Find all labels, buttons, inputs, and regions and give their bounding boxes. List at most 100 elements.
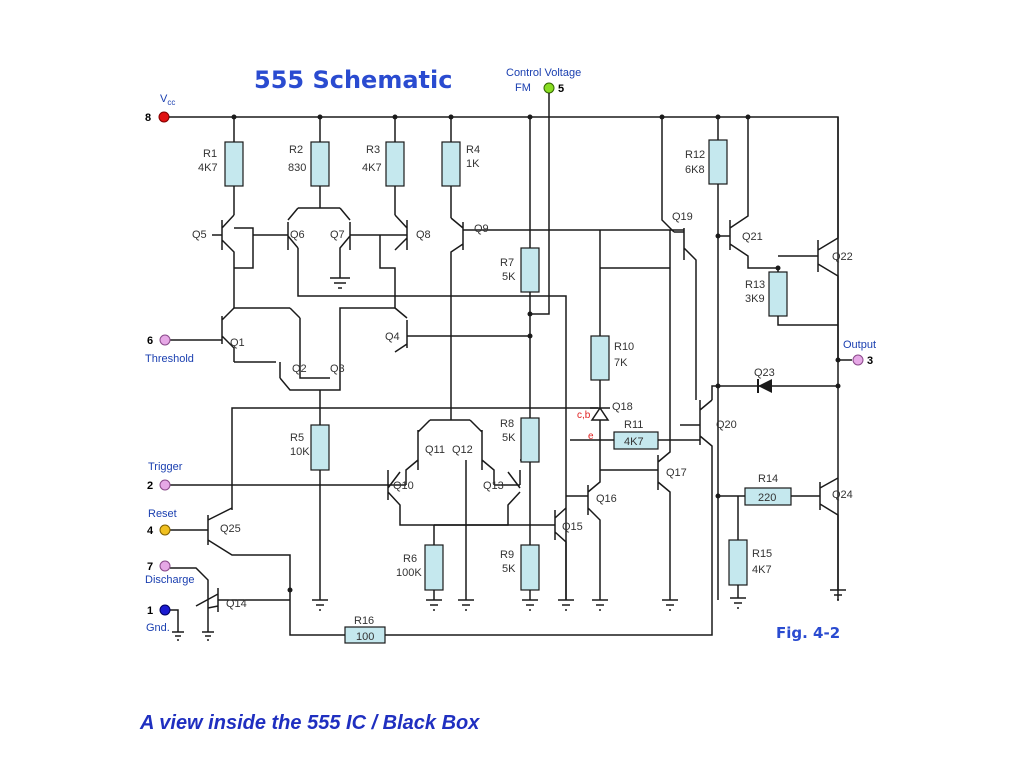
gnd-label: Gnd. bbox=[146, 622, 170, 634]
resistor-r16 bbox=[344, 626, 386, 644]
resistor-r2 bbox=[310, 141, 330, 187]
ground-symbols bbox=[172, 589, 846, 641]
r13-name: R13 bbox=[745, 279, 765, 291]
r15-name: R15 bbox=[752, 548, 772, 560]
pin-8-number: 8 bbox=[145, 112, 151, 124]
r5-value: 10K bbox=[290, 446, 310, 458]
r6-value: 100K bbox=[396, 567, 422, 579]
pin-4-number: 4 bbox=[147, 525, 154, 537]
resistor-r8 bbox=[520, 417, 540, 463]
r14-name: R14 bbox=[758, 473, 778, 485]
r2-value: 830 bbox=[288, 162, 306, 174]
q23-diode-icon bbox=[758, 379, 772, 393]
r12-name: R12 bbox=[685, 149, 705, 161]
gnd-pin bbox=[159, 604, 171, 616]
q19-label: Q19 bbox=[672, 211, 693, 223]
q13-label: Q13 bbox=[483, 480, 504, 492]
r8-name: R8 bbox=[500, 418, 514, 430]
q9-label: Q9 bbox=[474, 223, 489, 235]
figure-label: Fig. 4-2 bbox=[776, 624, 840, 642]
resistor-r5 bbox=[310, 424, 330, 471]
r2-name: R2 bbox=[289, 144, 303, 156]
resistor-r4 bbox=[441, 141, 461, 187]
vcc-pin bbox=[158, 111, 170, 123]
output-label: Output bbox=[843, 339, 876, 351]
resistor-r11 bbox=[613, 431, 659, 450]
q11-label: Q11 bbox=[425, 444, 445, 456]
q23-label: Q23 bbox=[754, 367, 775, 379]
r14-value: 220 bbox=[758, 492, 776, 504]
r4-value: 1K bbox=[466, 158, 480, 170]
r4-name: R4 bbox=[466, 144, 480, 156]
pin-7-number: 7 bbox=[147, 561, 153, 573]
q8-label: Q8 bbox=[416, 229, 431, 241]
r16-value: 100 bbox=[356, 631, 374, 643]
circuit-wiring bbox=[170, 93, 852, 636]
q17-label: Q17 bbox=[666, 467, 687, 479]
q25-label: Q25 bbox=[220, 523, 241, 535]
r11-name: R11 bbox=[624, 419, 643, 431]
slide-caption: A view inside the 555 IC / Black Box bbox=[140, 712, 480, 734]
schematic-panel bbox=[120, 52, 898, 670]
resistor-r15 bbox=[728, 539, 748, 586]
pin-5-number: 5 bbox=[558, 83, 564, 95]
resistor-r10 bbox=[590, 335, 610, 381]
pin-1-number: 1 bbox=[147, 605, 153, 617]
q14-label: Q14 bbox=[226, 598, 247, 610]
resistor-r9 bbox=[520, 544, 540, 591]
r6-name: R6 bbox=[403, 553, 417, 565]
r9-value: 5K bbox=[502, 563, 516, 575]
resistor-r3 bbox=[385, 141, 405, 187]
resistor-r1 bbox=[224, 141, 244, 187]
q16-label: Q16 bbox=[596, 493, 617, 505]
resistor-r13 bbox=[768, 271, 788, 317]
diagram-title: 555 Schematic bbox=[254, 66, 452, 94]
vcc-label-sub: cc bbox=[167, 98, 175, 107]
q18-cb-label: c,b bbox=[577, 410, 591, 421]
q20-label: Q20 bbox=[716, 419, 737, 431]
r7-name: R7 bbox=[500, 257, 514, 269]
r16-name: R16 bbox=[354, 615, 374, 627]
discharge-label: Discharge bbox=[145, 574, 195, 586]
vcc-label-name: V bbox=[160, 93, 168, 105]
pin-3-number: 3 bbox=[867, 355, 873, 367]
discharge-pin bbox=[159, 560, 171, 572]
q18-e-label: e bbox=[588, 431, 594, 442]
q5-label: Q5 bbox=[192, 229, 207, 241]
resistor-r7 bbox=[520, 247, 540, 293]
fm-label: FM bbox=[515, 82, 531, 94]
q6-label: Q6 bbox=[290, 229, 305, 241]
q2-label: Q2 bbox=[292, 363, 307, 375]
threshold-pin bbox=[159, 334, 171, 346]
r9-name: R9 bbox=[500, 549, 514, 561]
control-voltage-pin bbox=[543, 82, 555, 94]
q22-label: Q22 bbox=[832, 251, 853, 263]
r5-name: R5 bbox=[290, 432, 304, 444]
q10-label: Q10 bbox=[393, 480, 414, 492]
reset-pin bbox=[159, 524, 171, 536]
r7-value: 5K bbox=[502, 271, 516, 283]
threshold-label: Threshold bbox=[145, 353, 194, 365]
resistor-r14 bbox=[744, 487, 792, 506]
pin-2-number: 2 bbox=[147, 480, 153, 492]
q1-label: Q1 bbox=[230, 337, 245, 349]
r12-value: 6K8 bbox=[685, 164, 705, 176]
r11-value: 4K7 bbox=[624, 436, 644, 448]
r15-value: 4K7 bbox=[752, 564, 772, 576]
resistor-r12 bbox=[708, 139, 728, 185]
q21-label: Q21 bbox=[742, 231, 763, 243]
pin-6-number: 6 bbox=[147, 335, 153, 347]
trigger-pin bbox=[159, 479, 171, 491]
r1-name: R1 bbox=[203, 148, 217, 160]
resistor-r6 bbox=[424, 544, 444, 591]
q4-label: Q4 bbox=[385, 331, 400, 343]
q18-label: Q18 bbox=[612, 401, 633, 413]
control-voltage-label: Control Voltage bbox=[506, 67, 581, 79]
r10-value: 7K bbox=[614, 357, 628, 369]
output-pin bbox=[852, 354, 864, 366]
r13-value: 3K9 bbox=[745, 293, 765, 305]
trigger-label: Trigger bbox=[148, 461, 183, 473]
reset-label: Reset bbox=[148, 508, 177, 520]
vcc-label: Vcc bbox=[160, 93, 175, 107]
